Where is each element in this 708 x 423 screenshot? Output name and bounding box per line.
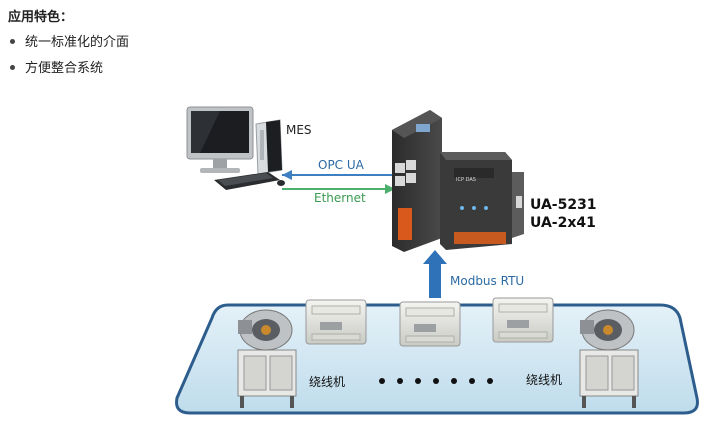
bullet-icon [10,39,15,44]
modbus-rtu-label: Modbus RTU [450,274,524,288]
mes-computer [186,106,285,190]
machine-label-left: 绕线机 [309,375,345,389]
winding-machine-left [237,309,297,408]
ua-gateway-device [392,110,524,252]
feature-list: 统一标准化的介面 方便整合系统 [8,30,129,82]
plc-module [492,297,554,343]
section-heading: 应用特色： [8,10,74,25]
feature-item: 统一标准化的介面 [8,30,129,56]
model-label-ua2x41: UA-2x41 [530,215,596,231]
model-label-ua5231: UA-5231 [530,197,597,213]
opc-ua-label: OPC UA [318,158,365,172]
ellipsis-dots [379,378,493,384]
ethernet-arrow [282,184,395,194]
opc-ua-arrow [282,170,393,180]
plc-module [399,301,461,347]
ethernet-label: Ethernet [314,191,366,205]
modbus-rtu-arrow [423,250,447,298]
machine-label-right: 绕线机 [526,373,562,387]
bullet-icon [10,65,15,70]
winding-machine-right [579,309,639,408]
feature-item: 方便整合系统 [8,56,129,82]
device-brand-text: ICP DAS [456,177,476,183]
mes-label: MES [286,123,312,137]
plc-module [305,299,367,345]
